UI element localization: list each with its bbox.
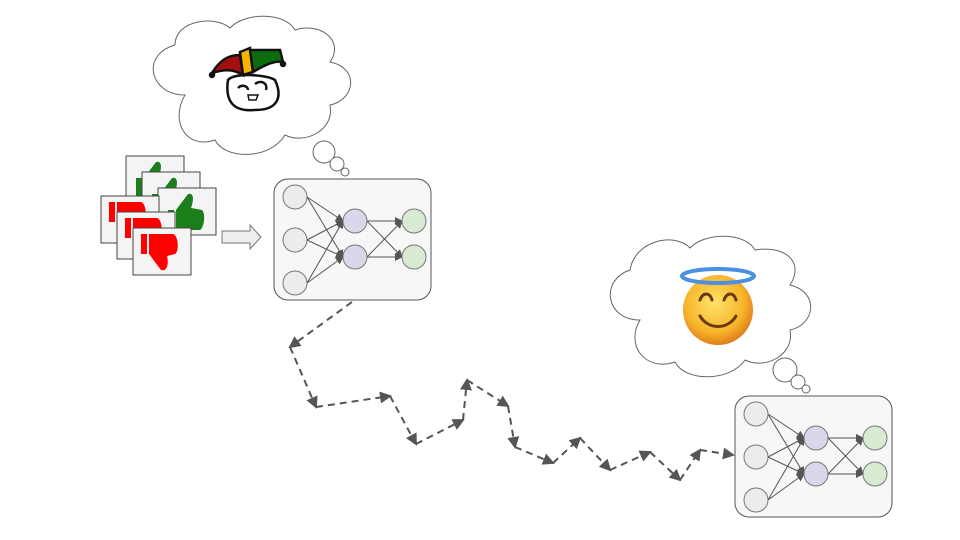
- neural-network-initial: [273, 178, 432, 301]
- input-node: [282, 184, 308, 210]
- thumb-cuff: [136, 178, 142, 198]
- thought-cloud-angel: [609, 235, 812, 394]
- connection-arrow: [767, 413, 805, 475]
- smiling-face-with-halo-icon: [680, 267, 756, 345]
- output-node: [401, 244, 427, 270]
- output-node: [862, 461, 888, 487]
- input-arrow: [221, 223, 262, 251]
- thumb-hand: [176, 193, 205, 230]
- thought-bubble: [329, 156, 345, 172]
- thought-cloud-jester: [152, 15, 352, 177]
- connection-arrow: [767, 473, 805, 501]
- network-box: [734, 395, 893, 518]
- trajectory-step-arrow: [649, 451, 682, 482]
- thumb-hand: [149, 234, 178, 271]
- network-box: [273, 178, 432, 301]
- neural-network-final: [734, 395, 893, 518]
- feedback-cards: [100, 155, 217, 276]
- thumb-cuff: [109, 202, 115, 222]
- hidden-node: [803, 461, 829, 487]
- input-node: [282, 227, 308, 253]
- training-trajectory: [288, 301, 735, 482]
- input-node: [282, 270, 308, 296]
- connection-arrow: [306, 196, 344, 258]
- connection-arrow: [767, 437, 805, 501]
- thought-bubble: [790, 374, 806, 390]
- connection-arrow: [767, 413, 805, 439]
- hidden-node: [342, 244, 368, 270]
- connection-arrow: [306, 220, 344, 284]
- thumb-cuff: [125, 218, 131, 238]
- connection-arrow: [306, 239, 344, 258]
- trajectory-step-arrow: [514, 446, 555, 465]
- connection-arrow: [306, 196, 344, 222]
- connection-arrow: [306, 256, 344, 284]
- input-node: [743, 444, 769, 470]
- trajectory-step-arrow: [315, 391, 392, 408]
- connection-arrow: [366, 220, 403, 258]
- trajectory-step-arrow: [289, 346, 318, 409]
- trajectory-step-arrow: [460, 378, 472, 421]
- trajectory-step-arrow: [579, 437, 612, 472]
- thought-bubble: [801, 384, 811, 394]
- jester-hat-face-icon: [208, 46, 287, 112]
- hidden-node: [803, 425, 829, 451]
- thumbs-down-card: [132, 227, 192, 276]
- thought-bubble: [772, 357, 798, 383]
- trajectory-step-arrow: [679, 448, 702, 481]
- connection-arrow: [827, 437, 864, 475]
- output-node: [862, 425, 888, 451]
- input-node: [743, 401, 769, 427]
- input-node: [743, 487, 769, 513]
- trajectory-step-arrow: [288, 301, 353, 349]
- connection-arrow: [767, 456, 805, 475]
- thought-bubble: [340, 167, 350, 177]
- trajectory-step-arrow: [389, 395, 417, 446]
- trajectory-step-arrow: [552, 436, 582, 464]
- trajectory-step-arrow: [609, 450, 652, 471]
- hidden-node: [342, 208, 368, 234]
- thought-bubble: [312, 140, 336, 164]
- trajectory-step-arrow: [415, 419, 465, 445]
- trajectory-step-arrow: [466, 379, 510, 408]
- output-node: [401, 208, 427, 234]
- thumb-cuff: [141, 234, 147, 254]
- trajectory-step-arrow: [507, 405, 520, 449]
- trajectory-step-arrow: [699, 447, 735, 460]
